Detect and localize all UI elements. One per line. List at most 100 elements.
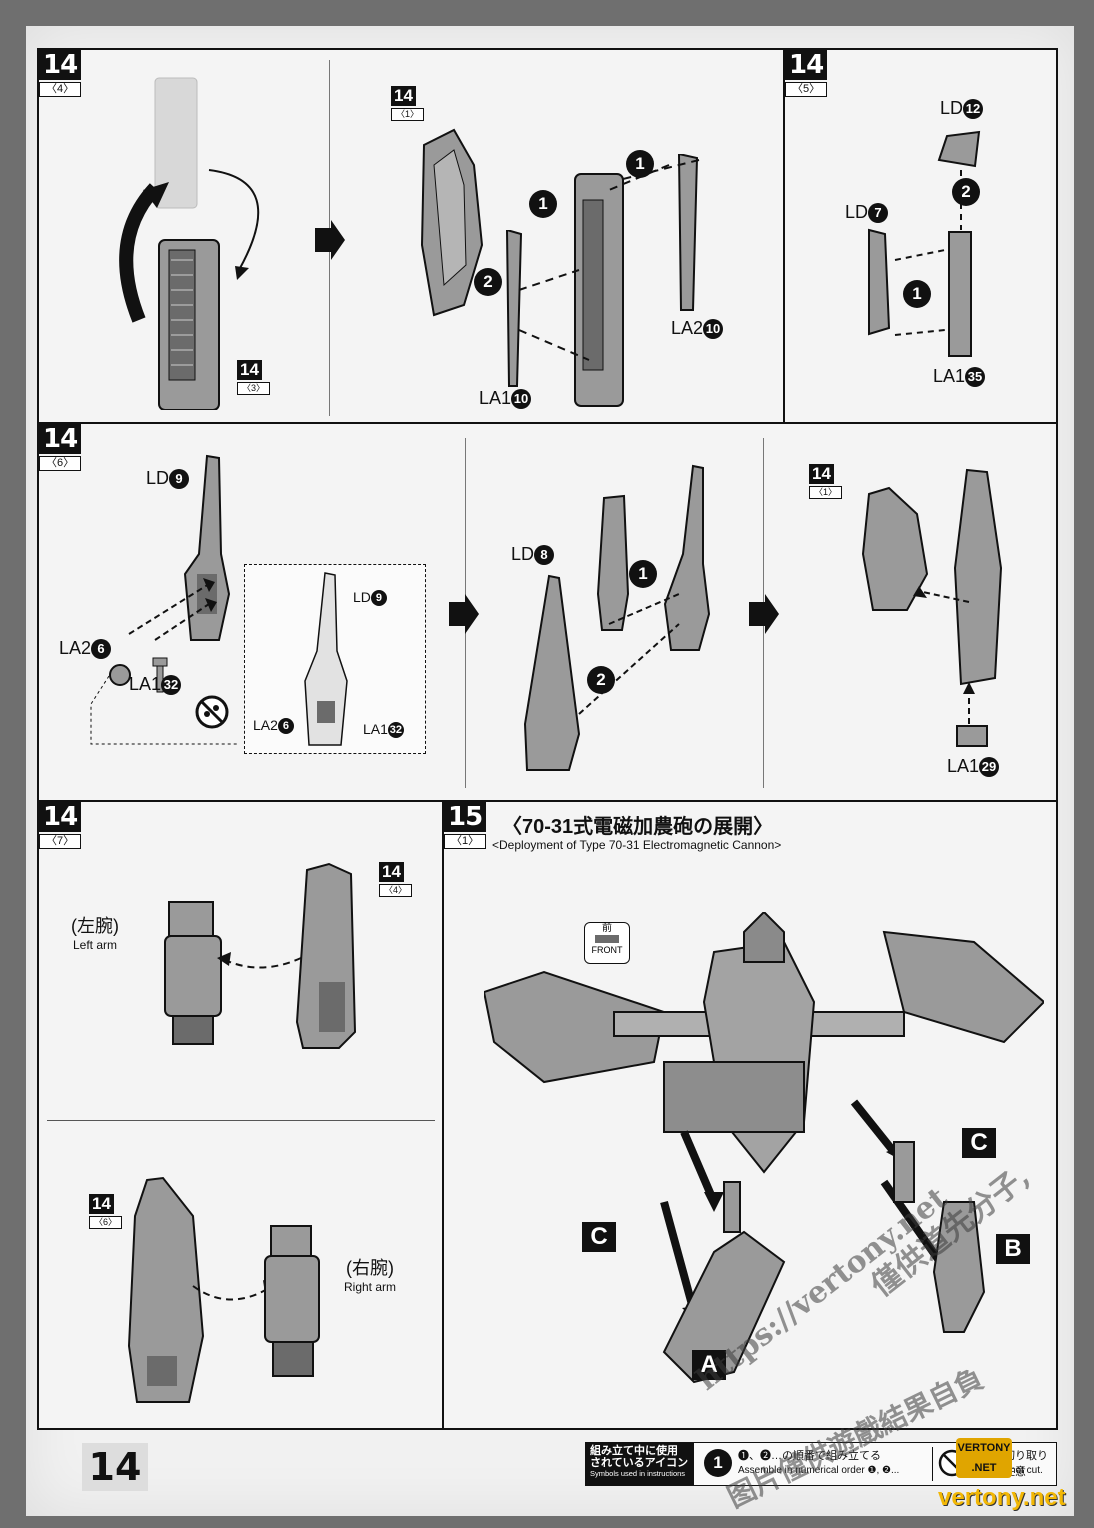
peg-part-la2-6 <box>109 664 131 686</box>
cannon-assembly-illustration <box>295 862 357 1049</box>
legend-order-jp: ❶、❷…の順番で組み立てる <box>738 1450 881 1462</box>
front-icon-en: FRONT <box>591 945 623 955</box>
left-arm-label: (左腕)Left arm <box>71 916 119 952</box>
step-substep: 〈1〉 <box>444 834 487 849</box>
order-badge-2: 2 <box>474 268 502 296</box>
step-title-en: <Deployment of Type 70-31 Electromagneti… <box>492 838 782 852</box>
legend-title-jp-1: 組み立て中に使用 <box>590 1445 678 1457</box>
joint-part-la1-29 <box>956 725 988 747</box>
dashed-arrow <box>217 952 302 969</box>
mech-deployment-illustration <box>484 912 1044 1384</box>
order-badge-1: 1 <box>903 280 931 308</box>
rod-part-la2-10 <box>677 154 699 311</box>
barrel-part-illustration <box>574 173 624 407</box>
next-arrow <box>449 594 479 634</box>
cannon-body-illustration <box>953 468 1003 686</box>
right-arm-label: (右腕)Right arm <box>344 1258 397 1294</box>
body-part-la1-35 <box>948 231 972 357</box>
dashed-guides <box>578 593 680 715</box>
step-number: 15 <box>444 802 487 832</box>
cannon-fold-illustration <box>119 77 260 410</box>
front-icon: 前 FRONT <box>584 922 630 964</box>
part-marker-b: B <box>996 1234 1030 1264</box>
dotted-route <box>90 675 239 745</box>
panel-divider <box>47 1120 435 1121</box>
dashed-arrows <box>913 586 975 734</box>
ref-step-number: 14 <box>809 464 834 484</box>
ref-step-number: 14 <box>89 1194 114 1214</box>
part-marker-a: A <box>692 1350 726 1380</box>
legend-title-en: Symbols used in instructions <box>590 1469 686 1478</box>
watermark-site: vertony.net <box>938 1484 1066 1511</box>
order-badge-1: 1 <box>529 190 557 218</box>
step-substep: 〈4〉 <box>39 82 82 97</box>
blade-part-assembled <box>663 464 711 651</box>
order-badge-1: 1 <box>626 150 654 178</box>
step-number: 14 <box>39 802 82 832</box>
legend-divider <box>932 1447 933 1481</box>
cap-part-ld-12 <box>937 130 981 168</box>
step-substep: 〈5〉 <box>785 82 828 97</box>
legend-title-jp-2: されているアイコン <box>590 1457 689 1469</box>
part-marker-c: C <box>962 1128 996 1158</box>
ref-step-number: 14 <box>379 862 404 882</box>
left-arm-illustration <box>164 901 222 1045</box>
legend-title: 組み立て中に使用 されているアイコン Symbols used in instr… <box>586 1443 694 1485</box>
step-number: 14 <box>785 50 828 80</box>
ref-substep: 〈3〉 <box>237 382 271 395</box>
dashed-arrows <box>128 578 217 641</box>
step-number: 14 <box>39 424 82 454</box>
panel-step-14-4: 14 〈4〉 14 〈3〉 14 〈1〉 1 1 <box>37 48 785 424</box>
ref-substep: 〈1〉 <box>809 486 843 499</box>
no-cut-icon <box>195 695 229 729</box>
ref-substep: 〈6〉 <box>89 1216 123 1229</box>
order-badge-2: 2 <box>587 666 615 694</box>
legend-order-icon: 1 <box>704 1449 732 1477</box>
ref-step-number: 14 <box>391 86 416 106</box>
next-arrow <box>315 220 345 260</box>
ref-substep: 〈4〉 <box>379 884 413 897</box>
right-arm-illustration <box>264 1225 320 1377</box>
next-arrow <box>749 594 779 634</box>
order-badge-1: 1 <box>629 560 657 588</box>
panel-step-14-7: 14 〈7〉 (左腕)Left arm 14 〈4〉 14 〈6〉 (右腕)Ri… <box>37 800 444 1430</box>
ref-substep: 〈1〉 <box>391 108 425 121</box>
shield-part-illustration <box>420 128 484 317</box>
blade-cannon-illustration <box>127 1176 205 1403</box>
watermark-logo: VERTONY .NET <box>956 1438 1012 1478</box>
blade-detail-illustration <box>304 572 348 746</box>
dashed-guides <box>894 170 962 336</box>
cut-caution-en: not cut. <box>1010 1465 1043 1476</box>
ref-step-number: 14 <box>237 360 262 380</box>
step-number: 14 <box>39 50 82 80</box>
step-title-jp: 〈70-31式電磁加農砲の展開〉 <box>502 816 774 838</box>
front-icon-jp: 前 <box>602 923 612 934</box>
legend-order-en: Assemble in numerical order ❶, ❷... <box>738 1465 900 1476</box>
blade-part <box>596 494 630 631</box>
order-badge-2: 2 <box>952 178 980 206</box>
front-icon-glyph <box>595 935 619 943</box>
step-substep: 〈7〉 <box>39 834 82 849</box>
sheath-part-ld-8 <box>523 574 581 771</box>
step-substep: 〈6〉 <box>39 456 82 471</box>
page-number: 14 <box>82 1443 148 1491</box>
rod-part-la1-10 <box>505 230 523 387</box>
panel-step-15-1: 15 〈1〉 〈70-31式電磁加農砲の展開〉 <Deployment of T… <box>442 800 1058 1430</box>
side-part-ld-7 <box>868 228 891 336</box>
